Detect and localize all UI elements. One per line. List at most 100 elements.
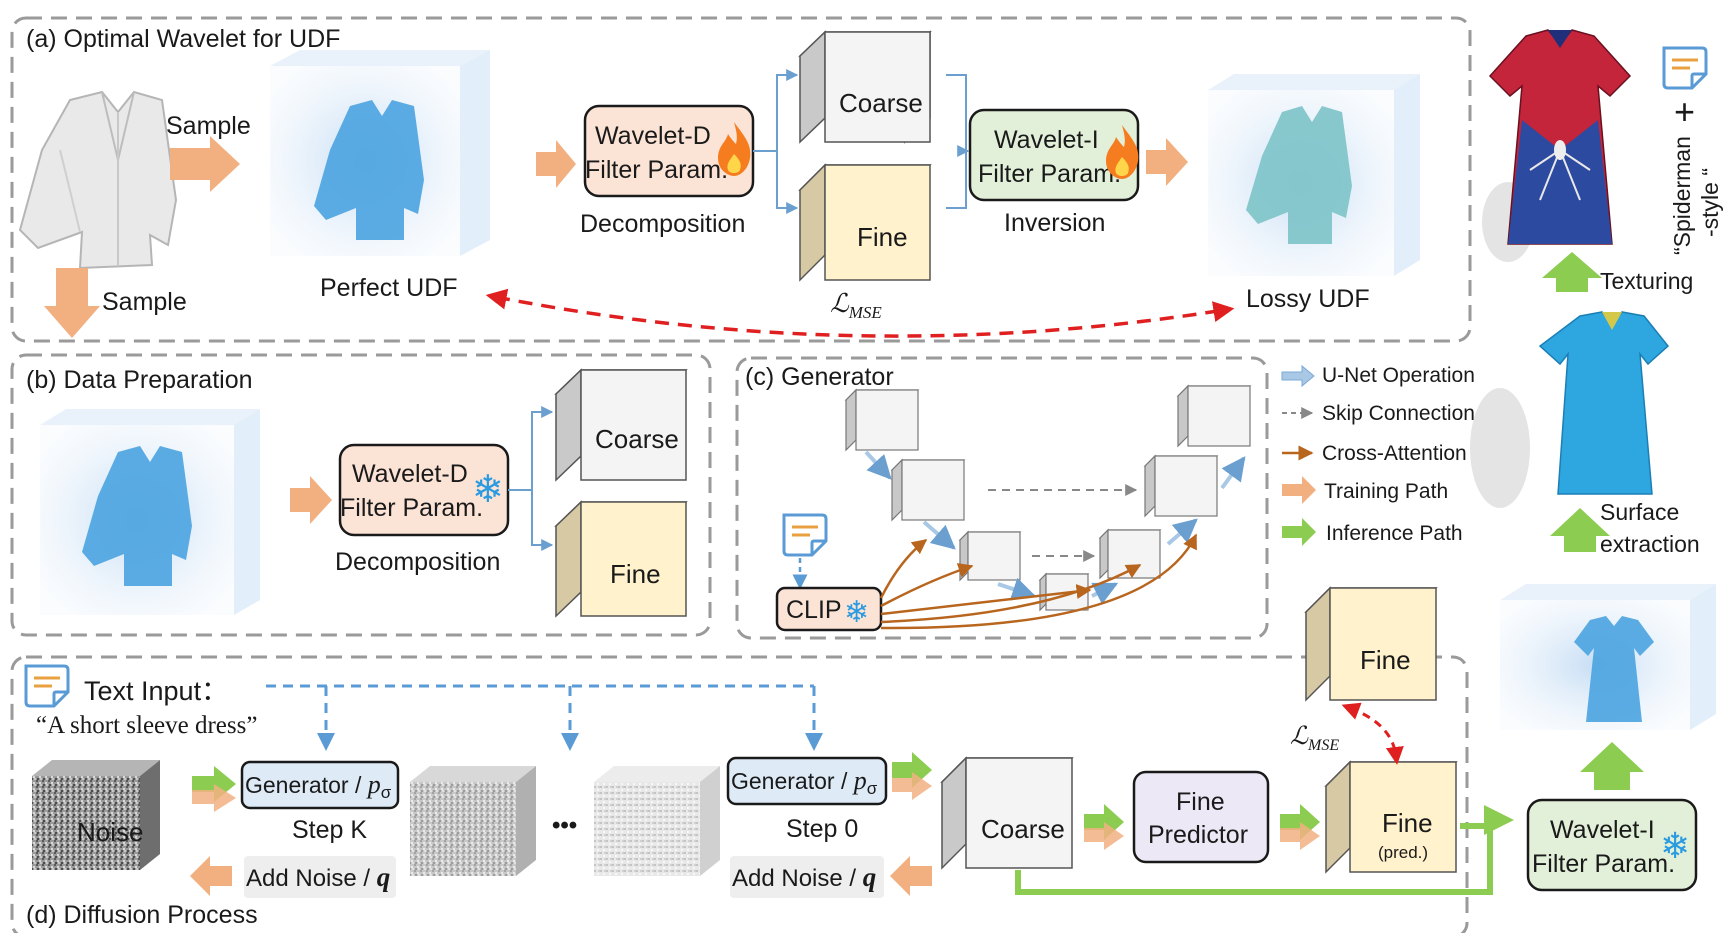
branch-coarse-to-i-a	[946, 74, 967, 151]
sample-down-arrow	[44, 268, 100, 338]
noise-cube-intermediate	[410, 766, 536, 876]
dress-udf-volume	[1500, 584, 1716, 730]
generator-0-to-coarse-train	[892, 772, 932, 800]
wavelet-i-box-d	[1526, 798, 1698, 892]
add-noise-0-box	[730, 856, 884, 898]
lossy-udf-volume	[1208, 74, 1420, 276]
clip-box	[775, 586, 883, 632]
coarse-cube-a	[798, 30, 932, 144]
lossy-udf-label: Lossy UDF	[1246, 285, 1370, 313]
decomposition-b-label: Decomposition	[335, 548, 500, 576]
inference-coarse-to-wavelet-i	[1015, 826, 1493, 895]
legend-training-symbol	[1282, 476, 1316, 504]
ellipsis: •••	[552, 812, 577, 839]
fine-a-label: Fine	[857, 222, 908, 252]
legend-unet-symbol	[1281, 364, 1315, 388]
panel-c-title: (c) Generator	[745, 363, 894, 391]
panel-d-border	[10, 655, 1469, 933]
branch-d-to-fine-a	[776, 151, 799, 214]
inference-fine-to-wavelet-i	[1460, 805, 1514, 835]
generator-k-box	[240, 760, 400, 810]
noise-label: Noise	[77, 817, 143, 847]
legend-training-label: Training Path	[1324, 480, 1448, 503]
surface-extraction-line1: Surface	[1600, 499, 1679, 525]
noise-to-generator-k-train	[192, 784, 236, 812]
add-noise-k-box	[244, 856, 396, 898]
step-0-label: Step 0	[786, 815, 858, 843]
panel-d-title: (d) Diffusion Process	[26, 901, 258, 929]
coarse-b-label: Coarse	[595, 424, 679, 454]
perfect-udf-volume	[270, 50, 490, 256]
snowflake-icon: ❄	[472, 467, 504, 511]
panel-a-title: (a) Optimal Wavelet for UDF	[26, 25, 340, 53]
loss-a-dashed-curve	[485, 288, 1235, 338]
up-arrow-to-udf	[1580, 742, 1644, 790]
text-input-value: “A short sleeve dress”	[36, 712, 257, 739]
snowflake-icon: ❄	[844, 595, 869, 630]
legend-cross-label: Cross-Attention	[1322, 442, 1467, 465]
fine-predictor-box	[1132, 770, 1270, 864]
text-doc-icon	[24, 664, 70, 708]
legend-skip-label: Skip Connection	[1322, 402, 1475, 425]
generator-0-box	[726, 756, 888, 806]
coarse-d-label: Coarse	[981, 814, 1065, 844]
sample-right-arrow	[170, 136, 240, 192]
branch-d-to-fine-b	[531, 490, 554, 551]
flame-icon	[1106, 125, 1139, 179]
text-doc-icon	[1662, 46, 1708, 90]
fine-predictor-line2: Predictor	[1148, 821, 1248, 849]
coarse-cube-d	[940, 756, 1074, 870]
legend: U-Net Operation Skip Connection Cross-At…	[1281, 364, 1475, 546]
dress-mesh	[1470, 311, 1670, 508]
udf-volume-b	[40, 409, 260, 615]
unet-blocks	[844, 384, 1252, 612]
sample-right-label: Sample	[166, 112, 251, 140]
add-noise-0-label: Add Noise / q	[732, 862, 876, 892]
inversion-label: Inversion	[1004, 209, 1105, 237]
add-noise-k-arrow	[190, 856, 232, 896]
branch-fine-to-i-a	[946, 145, 970, 209]
sample-down-label: Sample	[102, 288, 187, 316]
fine-pred-sub: (pred.)	[1378, 843, 1428, 862]
surface-extraction-line2: extraction	[1600, 531, 1700, 557]
wavelet-i-d-line1: Wavelet-I	[1550, 816, 1655, 844]
fine-predictor-line1: Fine	[1176, 788, 1225, 816]
wavelet-i-d-line2: Filter Param.	[1532, 850, 1675, 878]
coarse-cube-b	[554, 368, 688, 482]
fine-pred-label: Fine	[1382, 808, 1433, 838]
prompt-text-line2: -style “	[1697, 168, 1723, 237]
branch-d-to-coarse-a	[753, 69, 799, 152]
wavelet-i-a-line1: Wavelet-I	[994, 126, 1099, 154]
generator-0-label: Generator / pσ	[731, 766, 878, 798]
arrow-to-wavelet-d-a	[536, 140, 576, 188]
legend-unet-label: U-Net Operation	[1322, 364, 1475, 387]
fine-gt-label: Fine	[1360, 645, 1411, 675]
noise-cube-light	[594, 766, 720, 876]
add-noise-0-arrow	[890, 856, 932, 896]
loss-d-label: ℒMSE	[1290, 723, 1339, 754]
add-noise-k-label: Add Noise / q	[246, 862, 390, 892]
plus-sign: +	[1674, 91, 1695, 132]
loss-d-dashed-curve	[1341, 702, 1404, 765]
text-input-label: Text Input：	[84, 676, 228, 706]
panel-c-border	[735, 356, 1269, 640]
wavelet-d-a-line1: Wavelet-D	[595, 122, 711, 150]
panel-b-title: (b) Data Preparation	[26, 366, 253, 394]
coarse-a-label: Coarse	[839, 88, 923, 118]
wavelet-d-a-line2: Filter Param.	[585, 156, 728, 184]
flame-icon	[718, 122, 751, 176]
unet-operation-arrows	[864, 450, 1246, 605]
fine-cube-a	[798, 163, 932, 282]
fine-b-label: Fine	[610, 559, 661, 589]
arrow-to-wavelet-d-b	[290, 476, 332, 524]
text-doc-icon	[782, 513, 828, 557]
panel-a-border	[10, 16, 1472, 343]
legend-inference-symbol	[1282, 518, 1316, 546]
snowflake-icon: ❄	[1660, 826, 1690, 867]
perfect-udf-label: Perfect UDF	[320, 274, 458, 302]
decomposition-a-label: Decomposition	[580, 210, 745, 238]
clip-label: CLIP	[786, 596, 842, 624]
branch-d-to-coarse-b	[508, 406, 554, 491]
generator-k-label: Generator / pσ	[245, 770, 392, 802]
wavelet-d-b-line1: Wavelet-D	[352, 460, 468, 488]
